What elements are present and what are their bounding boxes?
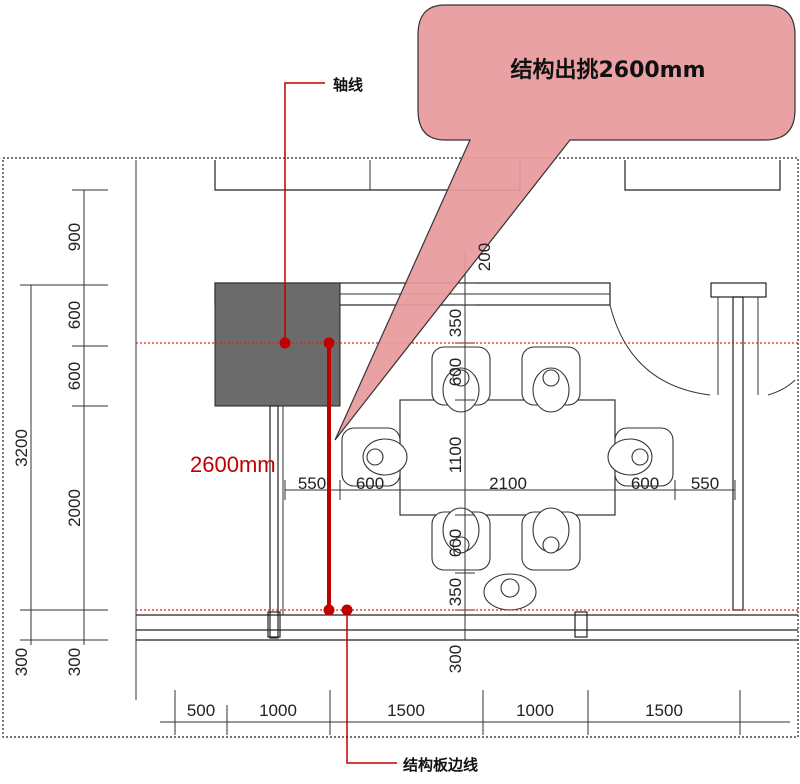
left-dimension-labels: 900 600 600 3200 2000 300 300 [12,223,84,676]
red-dimension-text: 2600mm [190,452,276,477]
dim-600-right: 600 [631,474,659,493]
dotted-frame [2,157,799,738]
dim-600-upper: 600 [65,301,84,329]
axis-line-label: 轴线 [279,76,363,349]
dim-1000-right: 1000 [516,701,554,720]
chair-left [341,427,408,487]
dim-1500-left: 1500 [387,701,425,720]
chair-right [607,427,674,487]
dim-550-left: 550 [298,474,326,493]
dining-table [399,399,616,516]
dim-550-right: 550 [691,474,719,493]
dim-350-top: 350 [446,309,465,337]
dim-600-left: 600 [356,474,384,493]
dim-350-bottom: 350 [446,578,465,606]
dim-600-top: 600 [446,358,465,386]
dim-900: 900 [65,223,84,251]
table-vertical-labels: 200 350 600 1100 600 350 300 [446,243,494,673]
red-dimension: 2600mm [190,337,335,616]
dim-3200: 3200 [12,429,31,467]
chair-bottom-right [521,507,581,571]
dim-600-bottom: 600 [446,529,465,557]
dim-300-center: 300 [446,645,465,673]
table-horizontal-labels: 550 600 2100 600 550 [298,474,719,493]
dim-1100: 1100 [446,437,465,474]
chair-bottom-left [431,507,491,571]
chair-top-right [521,346,581,413]
posts [269,282,767,639]
slab-edge-text: 结构板边线 [403,756,478,774]
door-arc [609,304,711,396]
dim-600-lower: 600 [65,362,84,390]
dim-300-right: 300 [65,648,84,676]
callout-shape [334,4,796,441]
slab-edge-label: 结构板边线 [341,604,478,774]
axis-line-text: 轴线 [333,76,363,94]
dining-chairs [341,346,674,611]
person-walking [483,573,537,611]
chair-top-left [431,346,491,413]
dim-1000-left: 1000 [259,701,297,720]
dim-1500-right: 1500 [645,701,683,720]
dim-300-left: 300 [12,648,31,676]
dim-2000: 2000 [65,489,84,527]
bottom-dimension-lines [160,690,790,735]
callout-text: 结构出挑2600mm [510,57,705,83]
bottom-dimension-labels: 500 1000 1500 1000 1500 [187,701,683,720]
callout: 结构出挑2600mm [334,4,796,441]
bottom-wall [136,611,798,641]
dim-200: 200 [475,243,494,271]
dim-500: 500 [187,701,215,720]
dim-2100: 2100 [489,474,527,493]
structural-column [214,282,341,407]
